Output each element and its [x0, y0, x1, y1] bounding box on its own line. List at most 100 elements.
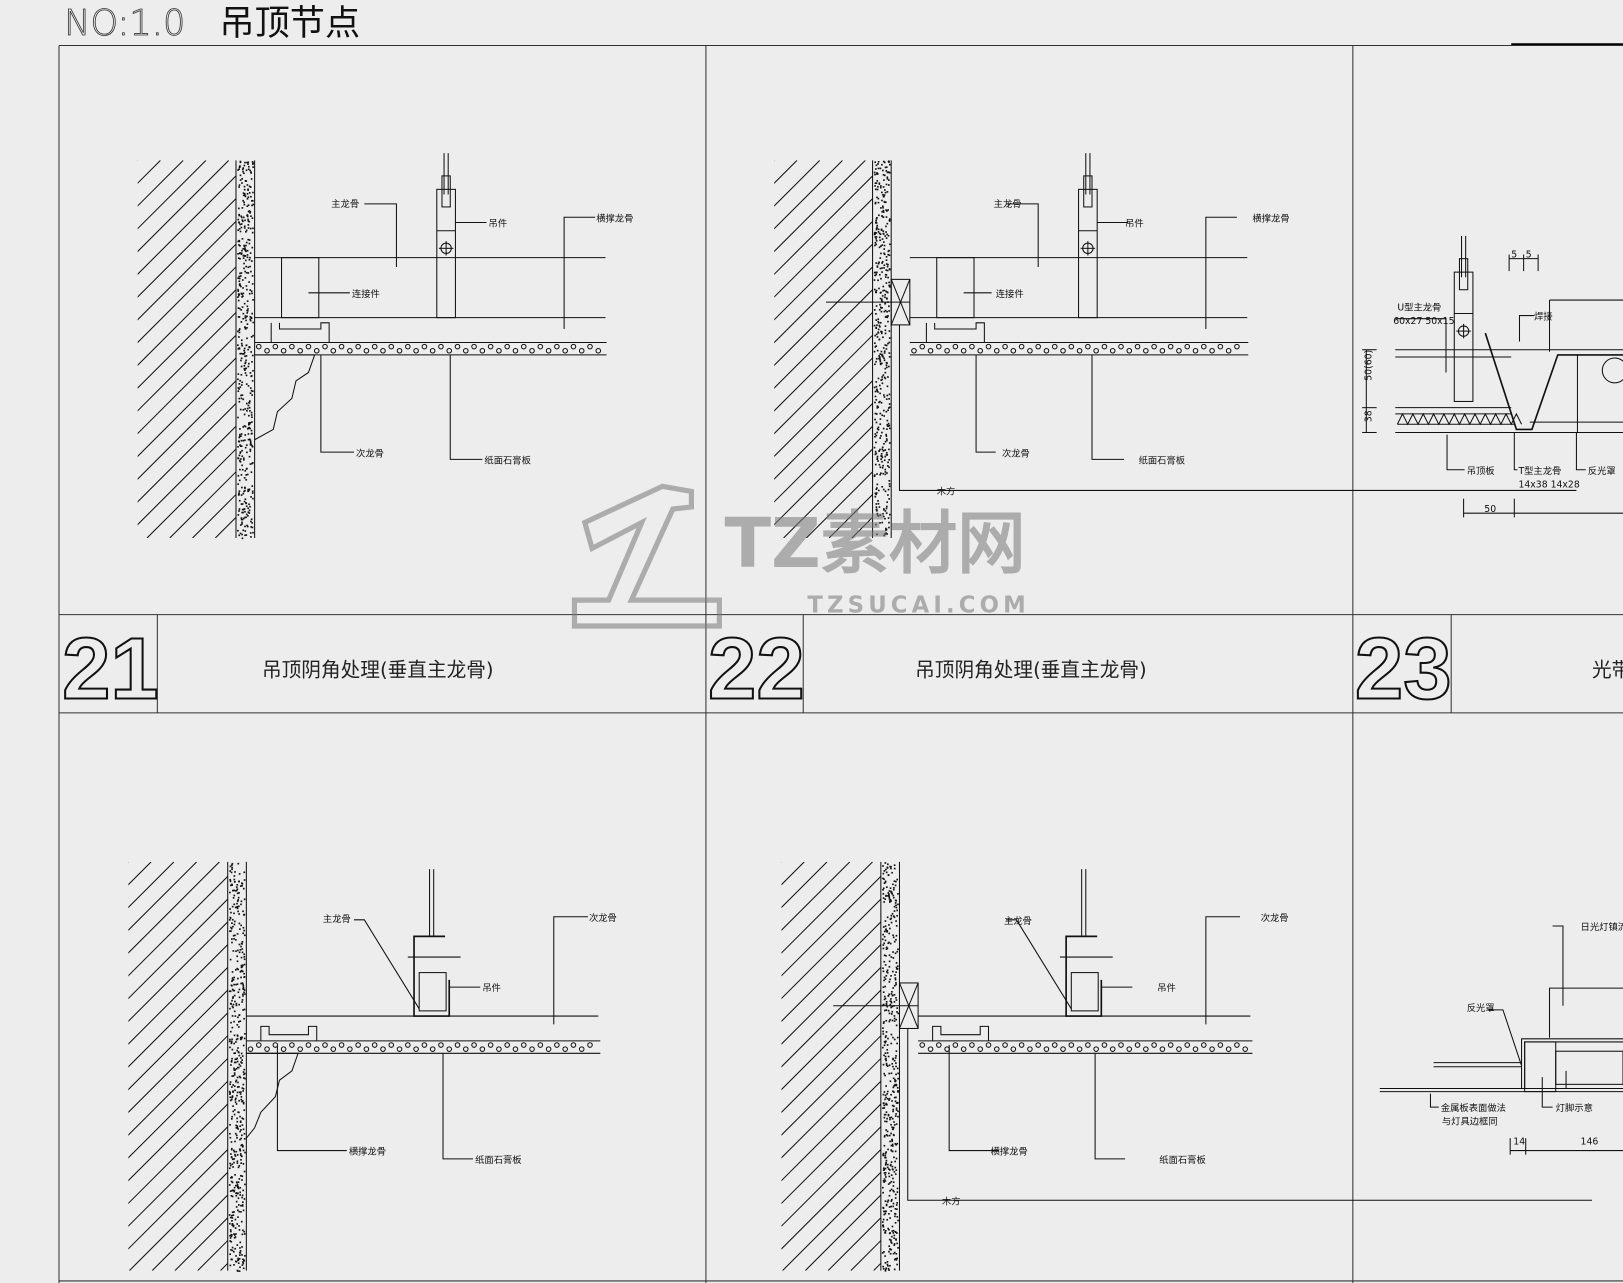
plaster-dot — [232, 989, 235, 992]
plaster-dot — [897, 1247, 899, 1249]
plaster-dot — [883, 376, 886, 379]
plaster-dot — [882, 374, 885, 377]
hatch-line — [238, 160, 616, 538]
board-aggregate — [380, 1046, 386, 1052]
hatch-line — [781, 861, 851, 931]
plaster-dot — [887, 184, 890, 186]
plaster-dot — [239, 275, 242, 277]
board-aggregate — [1018, 1042, 1025, 1048]
board-aggregate — [1068, 343, 1075, 350]
plaster-dot — [237, 1128, 239, 1130]
plaster-dot — [879, 437, 881, 439]
plaster-dot — [237, 1204, 240, 1206]
plaster-dot — [238, 1085, 240, 1088]
plaster-dot — [248, 242, 251, 245]
plaster-dot — [229, 1083, 231, 1086]
plaster-dot — [234, 1098, 237, 1101]
plaster-dot — [892, 1057, 894, 1060]
hatch-line — [128, 875, 228, 977]
plaster-dot — [238, 493, 240, 495]
plaster-dot — [888, 1097, 891, 1100]
hatch-line — [128, 1103, 228, 1205]
plaster-dot — [882, 336, 884, 339]
plaster-dot — [231, 1181, 234, 1184]
plaster-dot — [895, 1109, 898, 1111]
plaster-dot — [242, 255, 245, 257]
plaster-dot — [241, 182, 243, 184]
plaster-dot — [241, 455, 244, 458]
plaster-dot — [237, 1257, 239, 1260]
plaster-dot — [246, 205, 249, 208]
plaster-dot — [878, 308, 881, 311]
plaster-dot — [243, 1132, 246, 1135]
plaster-dot — [232, 978, 235, 981]
plaster-dot — [235, 968, 237, 971]
plaster-dot — [886, 1048, 889, 1051]
plaster-dot — [247, 490, 249, 493]
board-aggregate — [985, 1042, 992, 1048]
plaster-dot — [245, 319, 247, 322]
plaster-dot — [239, 223, 241, 226]
plaster-dot — [884, 1164, 887, 1166]
plaster-dot — [251, 199, 253, 202]
plaster-dot — [878, 506, 881, 508]
plaster-dot — [232, 1084, 234, 1086]
plaster-dot — [890, 993, 893, 995]
plaster-dot — [875, 385, 878, 388]
plaster-dot — [242, 1087, 245, 1090]
plaster-dot — [882, 991, 885, 994]
panel-number-22: 22 — [708, 620, 805, 717]
plaster-dot — [238, 440, 241, 443]
plaster-dot — [237, 296, 239, 298]
plaster-dot — [893, 1124, 896, 1126]
plaster-dot — [884, 1113, 887, 1116]
plaster-dot — [890, 1210, 893, 1212]
plaster-dot — [240, 1162, 242, 1165]
plaster-dot — [892, 888, 895, 891]
plaster-dot — [895, 906, 898, 909]
plaster-dot — [879, 233, 882, 236]
plaster-dot — [239, 283, 241, 285]
plaster-dot — [231, 1220, 233, 1222]
plaster-dot — [894, 1212, 896, 1215]
plaster-dot — [237, 514, 240, 516]
plaster-dot — [887, 892, 890, 894]
plaster-dot — [245, 344, 248, 347]
hatch-line — [774, 425, 873, 526]
plaster-dot — [893, 1243, 896, 1245]
hatch-line — [781, 898, 881, 1000]
plaster-dot — [895, 1169, 898, 1171]
plaster-dot — [879, 325, 881, 328]
plaster-dot — [249, 448, 252, 451]
plaster-dot — [881, 378, 883, 381]
plaster-dot — [246, 315, 248, 318]
hanger-body — [1078, 188, 1098, 319]
plaster-dot — [236, 1117, 238, 1120]
plaster-dot — [884, 939, 887, 942]
plaster-dot — [247, 422, 250, 424]
plaster-dot — [244, 372, 247, 374]
plaster-dot — [246, 256, 249, 259]
hatch-line — [128, 861, 220, 954]
plaster-dot — [892, 1229, 895, 1232]
hatch-line — [137, 334, 236, 435]
plaster-dot — [237, 910, 239, 913]
plaster-dot — [232, 950, 235, 952]
plaster-dot — [235, 1004, 238, 1007]
plaster-dot — [884, 468, 887, 471]
plaster-dot — [885, 528, 888, 531]
plaster-dot — [247, 266, 250, 269]
plaster-dot — [892, 1189, 895, 1192]
plaster-dot — [884, 1230, 887, 1232]
plaster-dot — [234, 1058, 237, 1061]
plaster-dot — [879, 321, 882, 324]
plaster-dot — [241, 1246, 243, 1248]
label-hanger: 吊件 — [482, 982, 501, 994]
watermark-brand: TZ素材网 — [725, 505, 1026, 584]
plaster-dot — [233, 1186, 236, 1189]
plaster-dot — [250, 442, 252, 445]
plaster-dot — [246, 310, 249, 312]
plaster-dot — [887, 376, 889, 378]
plaster-dot — [883, 409, 885, 412]
plaster-dot — [878, 463, 881, 466]
